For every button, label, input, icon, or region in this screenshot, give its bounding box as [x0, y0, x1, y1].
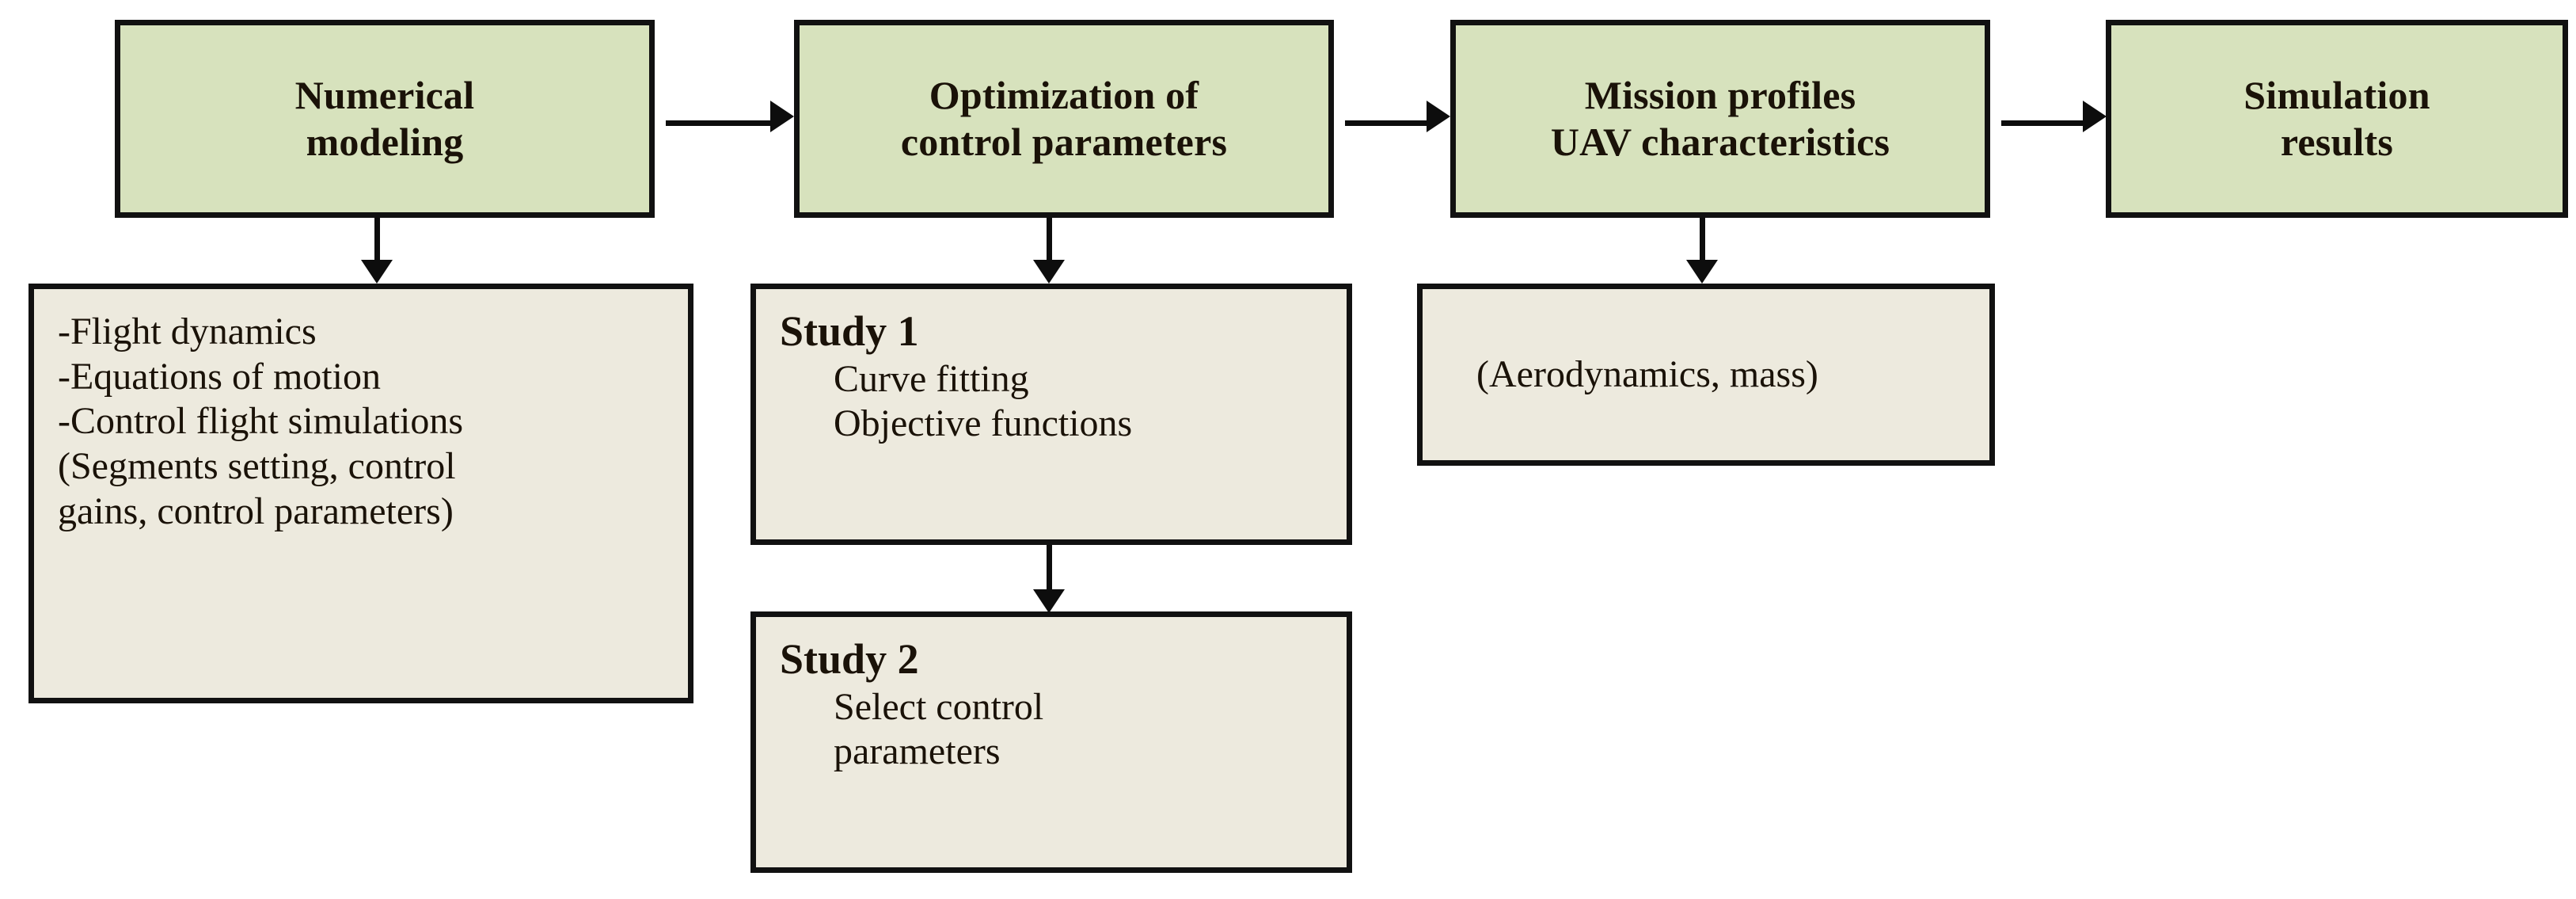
detail-box-study-2[interactable]: Study 2 Select control parameters: [750, 611, 1358, 878]
stage-title-line-2: UAV characteristics: [1550, 120, 1890, 164]
stage-box-simulation-results[interactable]: Simulation results: [2106, 20, 2574, 223]
study-line: Select control: [834, 685, 1044, 728]
study-heading: Study 1: [780, 307, 919, 355]
detail-line: -Control flight simulations: [58, 400, 463, 443]
stage-title-line-1: Mission profiles: [1584, 73, 1856, 117]
study-line: Curve fitting: [834, 357, 1029, 400]
study-heading: Study 2: [780, 635, 919, 683]
stage-title-line-2: control parameters: [900, 120, 1228, 164]
detail-line: (Aerodynamics, mass): [1476, 352, 1818, 395]
stage-box-mission-profiles[interactable]: Mission profiles UAV characteristics: [1450, 20, 1996, 223]
study-line: parameters: [834, 730, 1001, 773]
stage-title-line-1: Numerical: [294, 73, 475, 117]
study-line: Objective functions: [834, 402, 1133, 445]
stage-title-line-1: Optimization of: [929, 73, 1199, 117]
stage-title-line-2: modeling: [306, 120, 464, 164]
detail-line: gains, control parameters): [58, 489, 454, 532]
stage-title-line-2: results: [2280, 120, 2394, 164]
detail-line: (Segments setting, control: [58, 444, 456, 487]
detail-box-study-1[interactable]: Study 1 Curve fitting Objective function…: [750, 284, 1358, 550]
detail-line: -Flight dynamics: [58, 310, 317, 352]
detail-box-modeling-details[interactable]: -Flight dynamics -Equations of motion -C…: [28, 284, 699, 709]
stage-title-line-1: Simulation: [2244, 73, 2430, 117]
detail-line: -Equations of motion: [58, 355, 381, 398]
stage-box-optimization[interactable]: Optimization of control parameters: [794, 20, 1339, 223]
detail-box-uav-details[interactable]: (Aerodynamics, mass): [1417, 284, 2000, 471]
stage-box-numerical-modeling[interactable]: Numerical modeling: [115, 20, 660, 223]
